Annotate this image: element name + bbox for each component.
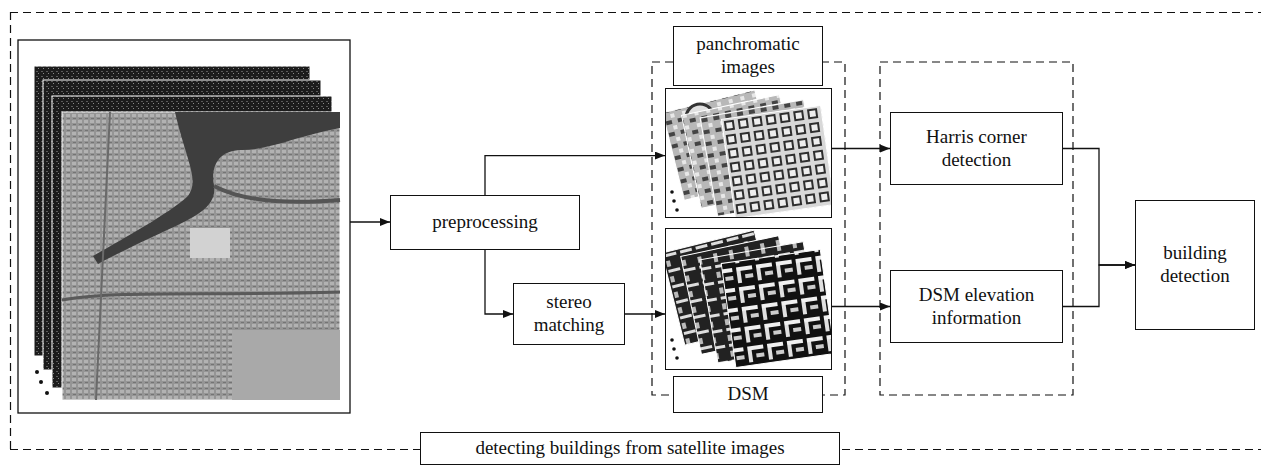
arrow-connector [485,250,513,314]
arrow-connector [1063,265,1135,307]
dashed-frame [10,12,1261,450]
heading-box: DSM [673,376,823,413]
process-box: preprocessing [390,195,580,250]
arrow-connector [1063,149,1135,266]
dashed-group [880,62,1073,395]
image-panel: DSM [665,228,832,370]
image-panel: panchromatic images [665,88,832,218]
dashed-group [652,62,845,395]
label-text: panchromatic images [680,33,816,79]
dashed-line [10,12,11,450]
arrow-connector [832,306,890,307]
output-box: building detection [1135,200,1255,330]
input-arrow [350,221,390,222]
label-text: DSM [727,383,768,406]
arrow-connector [485,156,665,195]
process-box: Harris corner detection [890,112,1063,185]
label-text: detecting buildings from satellite image… [475,437,784,460]
label-text: stereo matching [520,291,618,337]
stack-dots [670,338,679,360]
label-text: building detection [1142,242,1248,288]
dashed-line [10,12,1261,13]
stack-dots [670,190,679,212]
dsm-stack [666,230,831,367]
process-box: DSM elevation information [890,270,1063,343]
heading-box: detecting buildings from satellite image… [420,432,840,465]
satellite-image-stack [34,66,340,400]
heading-box: panchromatic images [673,26,823,86]
panchromatic-stack [666,90,831,217]
label-text: preprocessing [432,211,538,234]
arrow-connector [625,313,665,314]
arrow-connector [832,148,890,149]
image-frame [18,40,350,413]
outer-frame: detecting buildings from satellite image… [10,12,1261,450]
label-text: Harris corner detection [897,126,1056,172]
label-text: DSM elevation information [897,284,1056,330]
process-box: stereo matching [513,283,625,345]
